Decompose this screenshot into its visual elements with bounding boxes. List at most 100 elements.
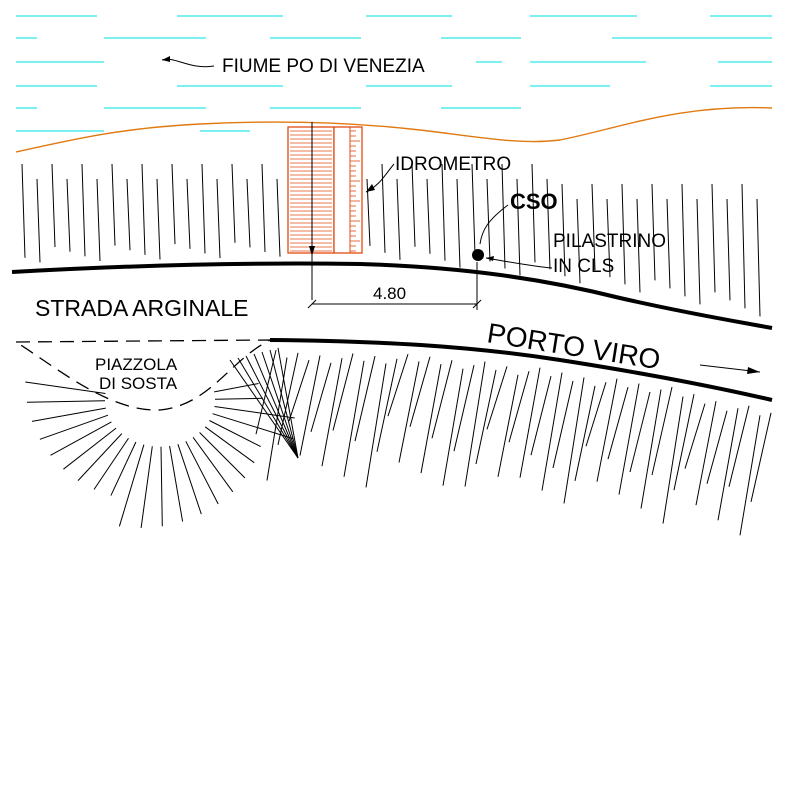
fan-hatch-line	[169, 445, 184, 522]
hatch-line	[618, 383, 640, 495]
area-label-line1: PIAZZOLA	[95, 355, 178, 374]
hatch-line	[255, 350, 277, 435]
hatch-line	[246, 178, 251, 248]
fan-hatch-line	[209, 420, 261, 448]
hatch-line	[420, 364, 442, 474]
hatch-line	[261, 163, 266, 253]
hatch-line	[563, 377, 585, 504]
fan-hatch-line	[26, 400, 106, 403]
fan-hatch-line	[140, 446, 153, 528]
fan-hatch-line	[25, 381, 106, 394]
hatch-line	[398, 361, 420, 463]
dimension-line	[307, 262, 482, 310]
hatch-line	[21, 163, 26, 258]
hatch-line	[171, 163, 176, 245]
hatch-line	[376, 358, 398, 452]
pillar-label-line1: PILASTRINO	[553, 231, 666, 252]
fan-hatch-line	[160, 446, 163, 527]
hatch-line	[717, 408, 739, 521]
hatch-line	[201, 163, 206, 254]
fan-hatch-line	[253, 353, 299, 459]
hatch-line	[739, 415, 761, 536]
hatch-line	[629, 391, 651, 473]
hatch-line	[396, 178, 401, 260]
hatch-line	[475, 369, 497, 465]
hatch-line	[516, 178, 521, 276]
fan-hatch-line	[261, 351, 299, 459]
hatch-line	[442, 368, 464, 486]
direction-label: PORTO VIRO	[485, 317, 662, 375]
hatch-line	[464, 361, 486, 487]
hatch-line	[636, 198, 641, 293]
hatch-line	[36, 178, 41, 263]
hatch-line	[332, 353, 354, 431]
fan-hatch-line	[229, 359, 299, 459]
hatch-line	[607, 387, 629, 460]
hatch-line	[299, 355, 321, 456]
hatch-line	[288, 360, 310, 422]
hatch-line	[387, 353, 409, 417]
hatch-line	[471, 163, 476, 255]
pillar-label-line2: IN CLS	[553, 256, 614, 277]
hatch-line	[409, 356, 431, 427]
hatch-line	[651, 183, 656, 281]
hatch-line	[662, 396, 684, 524]
hatch-line	[591, 183, 596, 271]
fan-hatch-line	[31, 407, 106, 422]
hatch-line	[741, 183, 746, 309]
hatch-line	[750, 412, 772, 502]
parking-area-outline	[13, 339, 271, 411]
hatch-line	[673, 394, 695, 491]
hatch-line	[684, 403, 706, 469]
hatch-line	[365, 363, 387, 488]
hatch-line	[756, 198, 761, 317]
road-label: STRADA ARGINALE	[35, 295, 248, 321]
fan-hatch-line	[50, 421, 112, 456]
hatch-line	[66, 178, 71, 252]
hatch-line	[576, 198, 581, 284]
hatch-line	[681, 183, 686, 297]
hatch-line	[343, 360, 365, 477]
hatch-line	[431, 360, 453, 439]
hatch-line	[453, 365, 475, 452]
hatch-line	[276, 178, 281, 257]
hatch-line	[456, 178, 461, 268]
hatch-line	[310, 362, 332, 432]
fan-hatch-line	[212, 413, 294, 440]
hatch-line	[96, 178, 101, 261]
hatch-line	[531, 163, 536, 263]
hatch-line	[501, 163, 506, 269]
fan-hatch-line	[214, 383, 259, 393]
pillar-leader	[485, 257, 553, 269]
river-bank-line	[15, 106, 773, 153]
fan-hatch-line	[277, 347, 299, 459]
hatch-line	[126, 178, 131, 251]
hatch-line	[141, 163, 146, 255]
cso-leader	[479, 204, 509, 245]
fan-hatch-line	[245, 355, 299, 459]
hatch-line	[411, 163, 416, 247]
water-gauge	[287, 122, 363, 300]
hatch-line	[552, 380, 574, 469]
fan-hatch-line	[110, 441, 137, 496]
hatch-line	[530, 376, 552, 456]
fan-hatch-line	[204, 426, 255, 464]
road-edge-lower	[269, 338, 773, 402]
hatch-line	[81, 163, 86, 257]
fan-hatch-line	[177, 444, 202, 515]
hatch-line	[696, 198, 701, 305]
fan-hatch-line	[77, 433, 123, 481]
hatch-line	[111, 163, 116, 246]
area-label-line2: DI SOSTA	[99, 374, 178, 393]
hatch-line	[585, 382, 607, 447]
hatch-line	[156, 178, 161, 260]
hatch-line	[546, 178, 551, 270]
cso-marker	[472, 249, 484, 261]
hatch-line	[51, 163, 56, 248]
hatch-line	[621, 183, 626, 285]
hatch-line	[231, 163, 236, 243]
fan-hatch-line	[118, 444, 145, 527]
hatch-line	[426, 178, 431, 254]
hatch-line	[574, 385, 596, 481]
